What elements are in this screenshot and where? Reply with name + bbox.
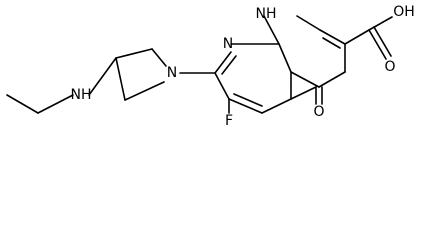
bond-cbot-npyr [124,81,165,101]
pyridine-n-label: N [223,36,233,52]
bond-ring-nh [88,57,117,96]
carbonyl-o-label: O [313,104,324,120]
bond-cacid-o-double [373,26,392,57]
bond-c7-c6 [214,72,230,100]
chemical-structure: NH N N NH O OH O F [6,4,415,129]
bond-nh-c2 [296,15,321,31]
bond-c6-c5-double [233,93,263,107]
bond-cacid-oh [368,16,393,31]
bond-n1-c7-double [221,55,237,75]
pyrrolidine-n-label: N [167,65,177,81]
bond-c6-c5 [228,98,263,114]
bond-nh-ch2 [37,94,74,114]
bond-n1-c7 [214,51,232,74]
atom-labels: NH N N NH O OH O F [71,4,415,129]
bond-c5-c4a-link [290,86,317,100]
bond-c4-c4a [318,71,346,88]
bond-cacid-o [368,29,387,60]
bond-c7a-nh [263,15,280,45]
bond-c2-c3-inner [322,37,341,49]
bond-c3-cacid [344,29,370,45]
fluorine-label: F [225,113,233,129]
bond-c5-c4a [261,98,292,114]
amine-nh-label: NH [71,87,92,103]
bond-ctop-cleft [115,48,153,59]
acid-o-label: O [384,59,395,75]
bond-npyr-ctop [151,48,167,67]
bond-c4a-c8a [290,71,320,88]
bond-lines [6,15,393,114]
bond-ch2-ch3 [6,94,39,114]
acid-oh-label: OH [393,4,415,20]
bond-c8a-c7a [278,43,292,73]
ring-nh-label: NH [256,6,277,22]
bond-c2-c3 [319,29,346,45]
bond-cleft-cbot [115,57,126,101]
